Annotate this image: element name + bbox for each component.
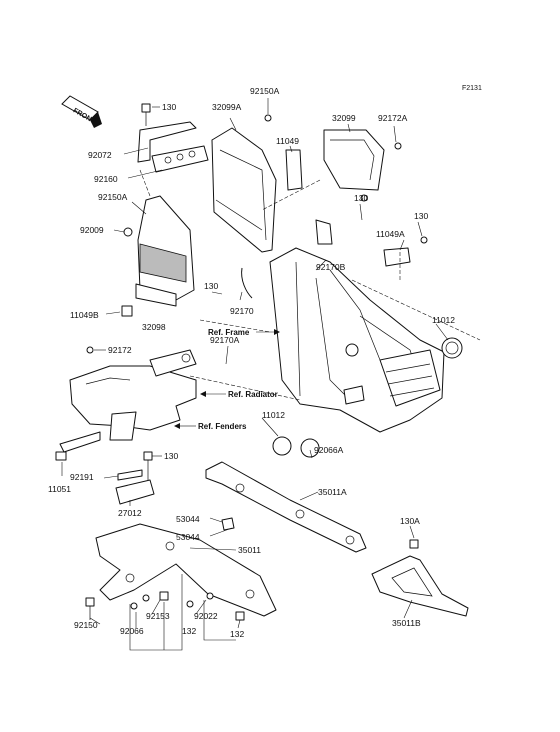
label-35011: 35011 (238, 545, 261, 555)
label-92170: 92170 (230, 306, 254, 316)
bracket-92072-drawing (137, 103, 209, 173)
label-32098: 32098 (142, 322, 166, 332)
label-32099: 32099 (332, 113, 356, 123)
label-132-b: 132 (230, 629, 244, 639)
label-92170B: 92170B (316, 262, 346, 272)
bracket-35011B-drawing (371, 539, 469, 617)
main-frame-drawing (241, 194, 445, 433)
label-11012-a: 11012 (432, 315, 455, 325)
ref-radiator-label: Ref. Radiator (228, 390, 278, 399)
label-92170A: 92170A (210, 335, 240, 345)
label-53044-a: 53044 (176, 514, 200, 524)
ref-fenders-label: Ref. Fenders (198, 422, 247, 431)
label-11051: 11051 (48, 484, 71, 494)
bracket-35011A-drawing (205, 461, 367, 553)
label-92153: 92153 (146, 611, 170, 621)
label-92160: 92160 (94, 174, 118, 184)
label-92066A: 92066A (314, 445, 344, 455)
label-92009: 92009 (80, 225, 104, 235)
label-92191: 92191 (70, 472, 94, 482)
ring-92066A (300, 438, 320, 458)
label-27012: 27012 (118, 508, 142, 518)
label-130A: 130A (400, 516, 420, 526)
ref-frame-callout: Ref. Frame (208, 328, 280, 337)
label-92172: 92172 (108, 345, 132, 355)
label-11049B: 11049B (70, 310, 99, 320)
battery-case-drawing (121, 195, 195, 317)
label-92150: 92150 (74, 620, 98, 630)
cover-32099-drawing (285, 129, 402, 191)
label-92150A-left: 92150A (98, 192, 128, 202)
ring-11012-b (272, 436, 292, 456)
label-130-c: 130 (414, 211, 428, 221)
ref-radiator-callout: Ref. Radiator (200, 390, 278, 399)
ref-frame-label: Ref. Frame (208, 328, 250, 337)
fender-bracket-drawing (55, 346, 197, 461)
assembly-guide-lines (139, 169, 481, 401)
part-number-labels: 130 32099A 92150A 32099 92172A 11049 920… (48, 86, 455, 639)
ring-11012-a (441, 337, 463, 359)
leader-lines (61, 98, 449, 651)
label-35011B: 35011B (392, 618, 421, 628)
label-11049A: 11049A (376, 229, 405, 239)
label-130-b: 130 (354, 193, 368, 203)
ref-fenders-callout: Ref. Fenders (174, 422, 247, 431)
figure-code: F2131 (462, 85, 482, 92)
bracket-35011-drawing (85, 523, 277, 621)
label-130-e: 130 (164, 451, 178, 461)
label-132-a: 132 (182, 626, 196, 636)
stay-27012-drawing (115, 451, 155, 505)
label-130-d: 130 (204, 281, 218, 291)
label-92066: 92066 (120, 626, 144, 636)
label-32099A: 32099A (212, 102, 242, 112)
label-92150A: 92150A (250, 86, 280, 96)
front-direction-badge: FRONT (61, 95, 102, 128)
label-11049: 11049 (276, 136, 299, 146)
label-92172A: 92172A (378, 113, 408, 123)
label-53044-b: 53044 (176, 532, 200, 542)
label-11012-b: 11012 (262, 410, 285, 420)
label-35011A: 35011A (318, 487, 347, 497)
label-92022: 92022 (194, 611, 218, 621)
cover-32099A-drawing (211, 114, 277, 253)
label-92072: 92072 (88, 150, 112, 160)
label-130: 130 (162, 102, 176, 112)
